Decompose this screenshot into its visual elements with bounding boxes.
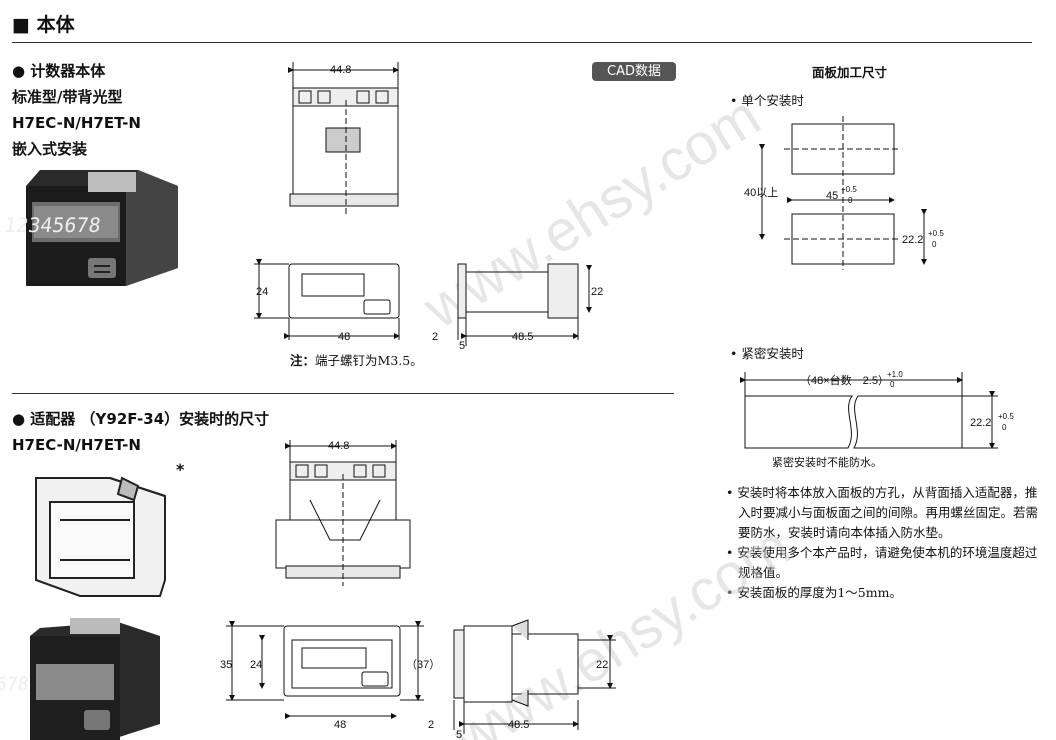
counter-model: H7EC-N/H7ET-N [12,114,141,132]
dim-45: 45 [826,190,838,202]
note-text: 端子螺钉为M3.5。 [315,353,423,368]
dim-48: 48 [338,331,350,343]
tol-22-upper: +0.5 [928,229,944,238]
adapter-divider [12,393,674,394]
counter-type: 标准型/带背光型 [12,88,123,106]
adapter-dim-35: 35 [220,659,232,671]
adapter-dim-5: 5 [456,729,462,740]
cad-data-button[interactable]: CAD数据 [592,62,676,81]
close-dim-22-2: 22.2 [970,417,991,429]
dim-44-8: 44.8 [330,64,351,76]
close-formula: （48×台数－2.5） [800,373,889,387]
section-title: ■ 本体 [12,14,75,36]
adapter-dim-44-8: 44.8 [328,440,349,452]
note-item: • 安装使用多个本产品时，请避免使本机的环境温度超过规格值。 [726,545,1038,580]
adapter-heading: ● 适配器 （Y92F-34）安装时的尺寸 [12,410,270,428]
adapter-photo [35,476,166,597]
counter-front-view [254,259,400,340]
note-item: • 安装时将本体放入面板的方孔，从背面插入适配器，推入时要减小与面板面之间的间隙… [726,485,1039,540]
tol-45-lower: 0 [848,196,853,205]
panel-cutout-single [759,116,927,270]
single-mount-label: • 单个安装时 [730,93,804,108]
counter-display: 12345678 [3,213,103,237]
panel-cutout-close [740,372,998,449]
adapter-dim-24: 24 [250,659,262,671]
adapter-top-view [275,440,411,586]
adapter-model: H7EC-N/H7ET-N [12,436,141,454]
adapter-front-view [226,621,424,719]
close-note: 紧密安装时不能防水。 [772,455,882,469]
close-tol-lower: 0 [1002,423,1007,432]
dim-40-min: 40以上 [744,186,778,199]
dim-22-2: 22.2 [902,234,923,246]
section-divider [12,42,1032,43]
close-tol-upper: +0.5 [998,412,1014,421]
watermark: www.ehsy.com [442,513,802,740]
dim-5: 5 [459,340,465,352]
dim-48-5: 48.5 [512,331,533,343]
tol-22-lower: 0 [932,240,937,249]
adapter-with-counter-photo: 12345678 [0,618,160,740]
adapter-dim-48: 48 [334,719,346,731]
adapter-dim-22: 22 [596,659,608,671]
panel-title: 面板加工尺寸 [812,65,888,80]
adapter-asterisk: * [176,460,185,479]
adapter-dim-48-5: 48.5 [508,719,529,731]
tol-45-upper: +0.5 [841,185,857,194]
terminal-note: 注：端子螺钉为M3.5。 [290,350,423,369]
mounting-notes: • 安装时将本体放入面板的方孔，从背面插入适配器，推入时要减小与面板面之间的间隙… [726,483,1046,603]
note-item: • 安装面板的厚度为1～5mm。 [726,585,902,600]
dim-24: 24 [256,286,268,298]
adapter-counter-display: 12345678 [0,674,30,695]
counter-photo: 12345678 [3,170,178,286]
adapter-dim-2: 2 [428,719,434,731]
counter-top-view [288,62,399,214]
adapter-dim-37: （37） [406,658,440,671]
adapter-side-view [453,619,616,734]
counter-mount: 嵌入式安装 [12,140,88,158]
tol-formula-lower: 0 [890,380,895,389]
note-label: 注： [290,353,316,368]
dim-22: 22 [591,286,603,298]
close-mount-label: • 紧密安装时 [730,346,804,361]
counter-heading: ● 计数器本体 [12,62,106,80]
counter-side-view [457,263,592,346]
dim-2: 2 [432,331,438,343]
tol-formula-upper: +1.0 [887,370,903,379]
